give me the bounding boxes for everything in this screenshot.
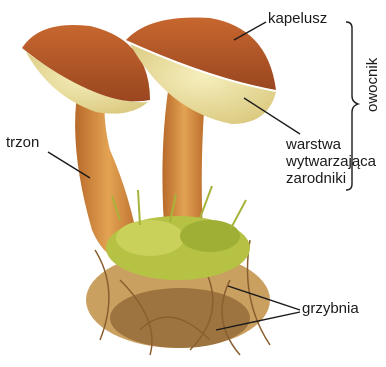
label-warstwa-wytwarzajaca-zarodniki: warstwa wytwarzająca zarodniki xyxy=(286,136,376,187)
label-warstwa-line-3: zarodniki xyxy=(286,170,376,187)
label-grzybnia: grzybnia xyxy=(302,300,359,317)
label-trzon: trzon xyxy=(6,134,39,151)
label-warstwa-line-2: wytwarzająca xyxy=(286,153,376,170)
label-kapelusz: kapelusz xyxy=(268,10,327,27)
label-owocnik: owocnik xyxy=(364,58,381,112)
label-warstwa-line-1: warstwa xyxy=(286,136,376,153)
